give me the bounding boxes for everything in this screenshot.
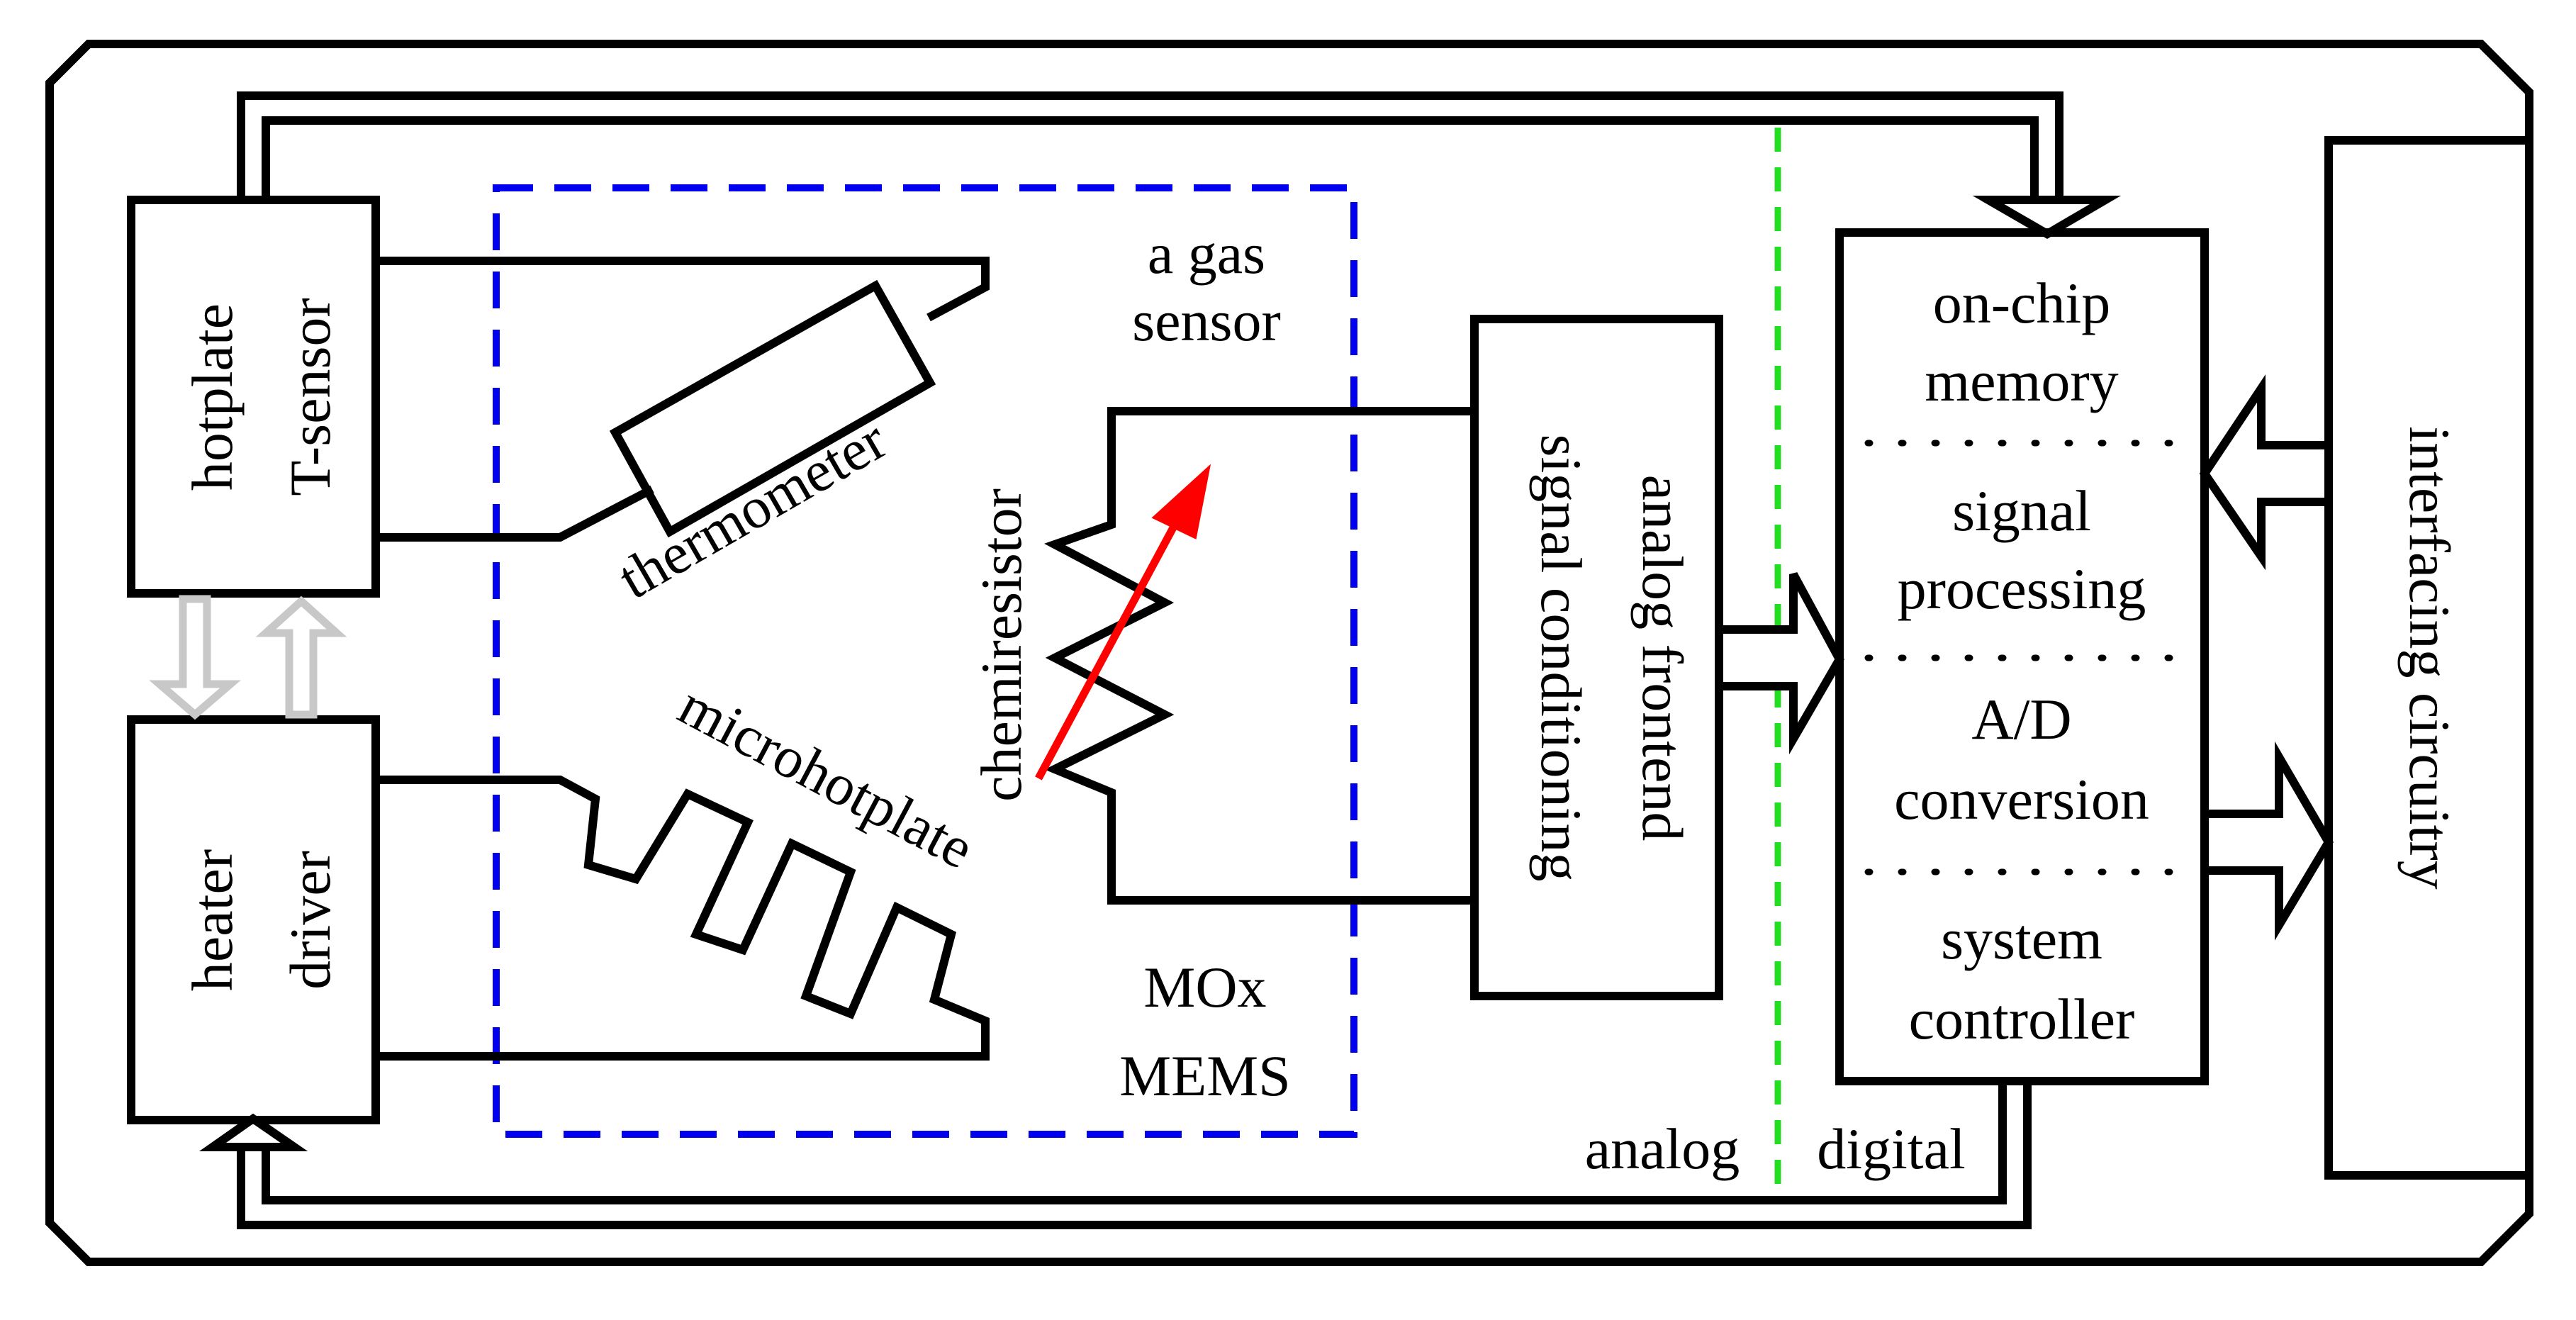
sensor-to-digital-bus [237, 91, 2063, 201]
microhotplate-meander-icon [376, 776, 990, 1061]
conversion-label-1: A/D [1971, 687, 2071, 751]
bus-arrowhead-up [199, 1113, 308, 1151]
chip-outline [45, 40, 2533, 1266]
mox-mems-boundary [493, 184, 1357, 1138]
hotplate-sensor-label-2: T-sensor [278, 298, 342, 496]
digital-core-block [1835, 228, 2209, 1085]
heater-driver-label-2: driver [278, 851, 342, 990]
memory-label-1: on-chip [1933, 271, 2110, 335]
thermometer-wire-top [376, 257, 990, 322]
thermometer-wire-bottom [376, 485, 654, 542]
frontend-to-digital-arrow-icon [1715, 572, 1844, 755]
bus-arrowhead-down [1972, 196, 2122, 239]
core-to-interface-arrow-icon [2200, 741, 2334, 941]
controller-label-1: system [1941, 907, 2102, 971]
analog-frontend-label-2: signal conditioning [1529, 435, 1594, 882]
grey-arrow-down-icon [149, 595, 241, 720]
interfacing-block [2324, 136, 2533, 1180]
conversion-label-2: conversion [1894, 767, 2149, 832]
gas-sensor-label-1: a gas [1148, 221, 1265, 286]
chemiresistor-wire [1044, 407, 1474, 905]
heater-driver-block [127, 715, 380, 1124]
grey-arrow-up-icon [255, 595, 347, 719]
hotplate-sensor-block [127, 196, 380, 598]
digital-domain-label: digital [1817, 1117, 1966, 1181]
digital-to-heater-bus-inner [262, 1081, 2007, 1204]
analog-domain-label: analog [1585, 1117, 1740, 1181]
processing-label-2: processing [1898, 556, 2146, 621]
red-arrowhead-icon [1151, 464, 1211, 539]
controller-label-2: controller [1909, 987, 2135, 1051]
analog-frontend-label-1: analog frontend [1630, 475, 1695, 841]
processing-label-1: signal [1952, 479, 2091, 543]
memory-label-2: memory [1925, 349, 2118, 413]
gas-sensor-label-2: sensor [1132, 289, 1281, 353]
thermometer-resistor-icon [609, 279, 936, 538]
digital-to-heater-bus [237, 1081, 2032, 1229]
interfacing-label: interfacing circuitry [2397, 426, 2462, 889]
mox-label-1: MOx [1143, 955, 1266, 1019]
mox-label-2: MEMS [1119, 1044, 1291, 1108]
microhotplate-label: microhotplate [668, 673, 984, 881]
chemiresistor-label: chemiresistor [969, 488, 1034, 802]
heater-driver-label-1: heater [180, 849, 245, 991]
thermometer-label: thermometer [607, 407, 897, 611]
sensor-to-digital-bus-inner [262, 116, 2039, 201]
chemiresistor-red-arrow [1035, 519, 1180, 781]
hotplate-sensor-label-1: hotplate [180, 303, 245, 491]
interface-to-core-arrow-icon [2199, 374, 2333, 571]
